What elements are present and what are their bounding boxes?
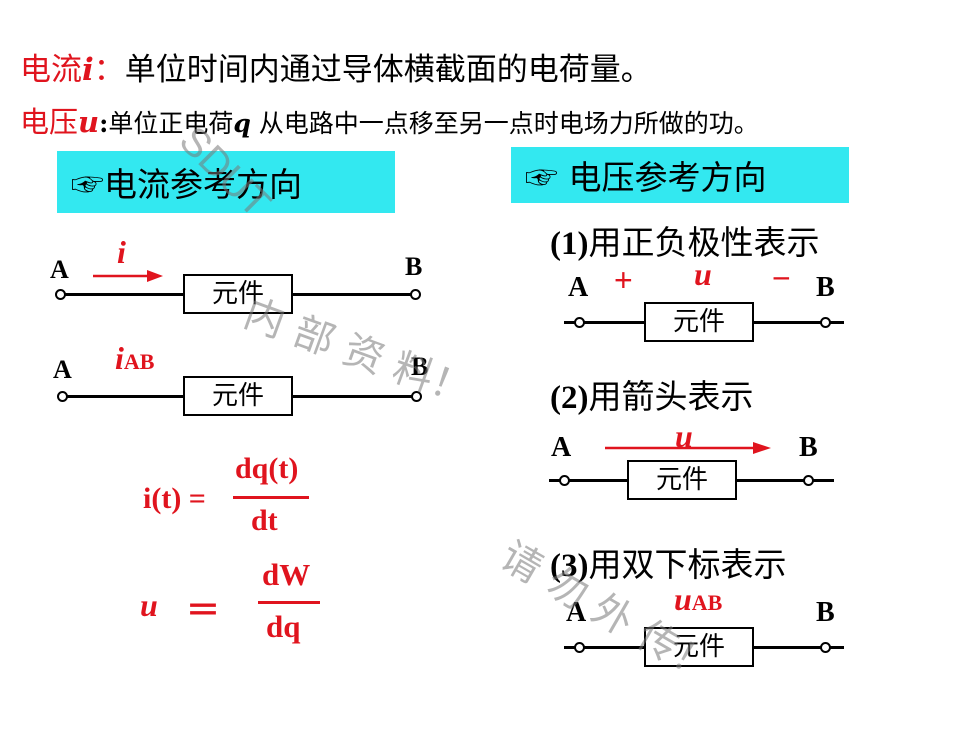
current-colon: ： [93,52,125,88]
voltage-circuit-2: A B u 元件 [545,418,845,508]
terminal-a [55,289,66,300]
voltage-definition-text-b: 从电路中一点移至另一点时电场力所做的功。 [250,109,759,138]
voltage-symbol: u [78,105,100,139]
method-2-text: 用箭头表示 [588,377,754,416]
formula-voltage-lhs: u [140,587,158,623]
voltage-subscript: AB [691,590,723,615]
method-2-number: (2) [550,380,589,416]
voltage-symbol-u: u [674,581,692,617]
current-symbol-iab: iAB [115,340,154,377]
component-box: 元件 [627,460,737,500]
current-direction-title: ☞电流参考方向 [57,151,395,213]
current-circuit-1: A B i 元件 [50,234,435,314]
current-arrow-icon [93,270,163,282]
voltage-symbol-u: u [675,418,693,454]
plus-sign: + [614,262,633,298]
voltage-symbol-u: u [694,256,712,292]
terminal-a [57,391,68,402]
node-b-label: B [405,252,423,281]
fraction-bar [258,601,320,604]
current-definition: 电流i：单位时间内通过导体横截面的电荷量。 [20,44,652,89]
method-2-heading: (2)用箭头表示 [550,370,753,418]
node-b-label: B [816,272,835,303]
voltage-circuit-1: A B + − u 元件 [560,256,860,347]
method-3-number: (3) [550,548,589,584]
method-3-heading: (3)用双下标表示 [550,538,786,586]
formula-current-lhs: i(t) = [143,482,206,515]
formula-voltage: u ＝ dW dq [140,555,340,650]
voltage-definition: 电压u:单位正电荷q 从电路中一点移至另一点时电场力所做的功。 [20,99,759,141]
current-term: 电流 [20,52,82,88]
component-box: 元件 [644,627,754,667]
component-box: 元件 [183,274,293,314]
voltage-definition-text-a: 单位正电荷 [108,109,234,138]
voltage-term: 电压 [20,105,79,139]
node-a-label: A [566,597,587,628]
voltage-symbol-uab: uAB [674,581,722,618]
minus-sign: − [772,260,791,296]
current-symbol-i: i [117,234,126,270]
current-symbol: i [82,52,94,88]
current-subscript: AB [123,349,155,374]
method-1-number: (1) [550,226,589,262]
terminal-b [803,475,814,486]
current-definition-text: 单位时间内通过导体横截面的电荷量。 [124,52,652,88]
method-3-text: 用双下标表示 [588,545,787,584]
voltage-arrow-icon [605,442,771,454]
formula-current-numerator: dq(t) [235,452,299,485]
node-b-label: B [799,432,818,463]
component-box: 元件 [183,376,293,416]
terminal-b [820,642,831,653]
charge-symbol: q [233,109,251,138]
formula-voltage-denominator: dq [266,609,301,644]
formula-current-denominator: dt [251,504,278,537]
terminal-a [574,317,585,328]
terminal-a [574,642,585,653]
fraction-bar [233,496,309,499]
voltage-circuit-3: A B uAB 元件 [560,581,860,675]
terminal-a [559,475,570,486]
current-circuit-2: A B iAB 元件 [53,340,435,420]
node-b-label: B [816,597,835,628]
node-b-label: B [411,352,429,381]
voltage-direction-title: ☞ 电压参考方向 [511,147,849,203]
node-a-label: A [53,355,72,384]
current-symbol-i: i [115,340,124,376]
voltage-colon: : [99,109,109,138]
component-box: 元件 [644,302,754,342]
formula-voltage-equals: ＝ [186,593,220,630]
terminal-b [411,391,422,402]
node-a-label: A [551,432,572,463]
terminal-b [820,317,831,328]
method-1-heading: (1)用正负极性表示 [550,216,819,264]
node-a-label: A [50,255,69,284]
terminal-b [410,289,421,300]
method-1-text: 用正负极性表示 [588,223,820,262]
formula-voltage-numerator: dW [262,557,311,592]
node-a-label: A [568,272,589,303]
formula-current: i(t) = dq(t) dt [143,452,323,542]
